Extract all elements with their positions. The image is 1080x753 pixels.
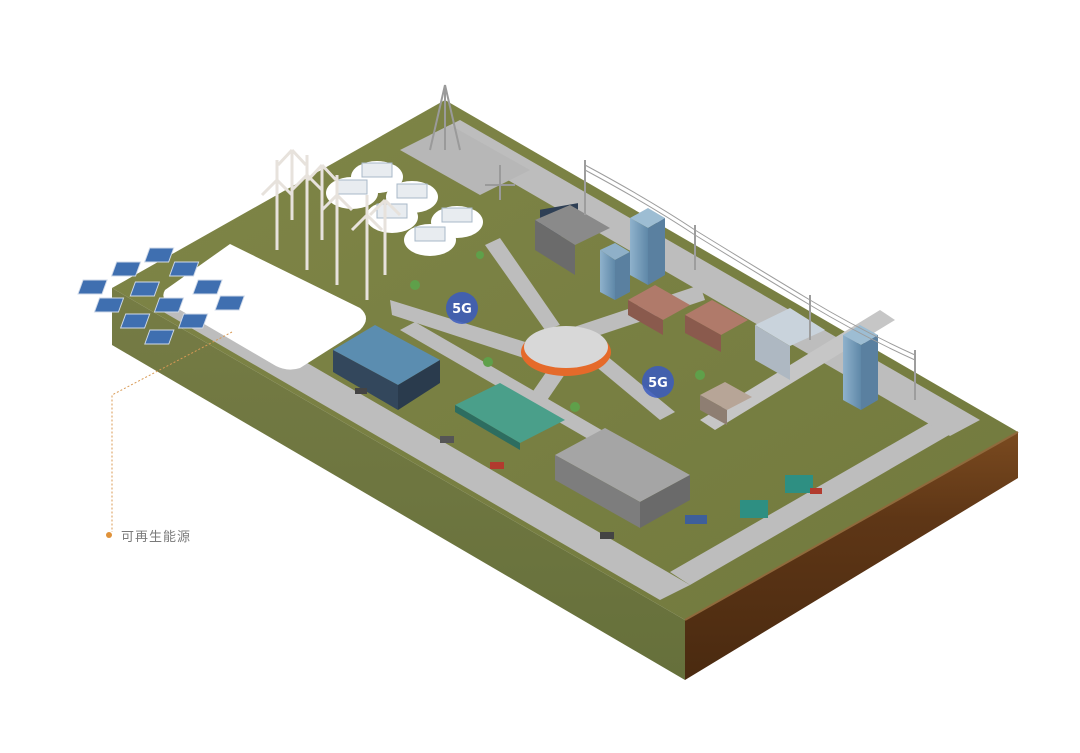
red-office-2 bbox=[685, 300, 748, 335]
vehicles bbox=[355, 388, 822, 539]
solar-farm-pad bbox=[163, 244, 366, 370]
greenhouse bbox=[455, 383, 565, 443]
residential-block bbox=[755, 308, 825, 346]
callout-line bbox=[111, 331, 233, 532]
office-tower-1 bbox=[600, 243, 630, 260]
red-office bbox=[628, 285, 690, 320]
renewable-zone bbox=[77, 148, 483, 532]
5g-badge-2-text: 5G bbox=[648, 376, 668, 391]
trees bbox=[410, 251, 705, 412]
workshop bbox=[700, 382, 752, 410]
storage-tanks bbox=[740, 475, 813, 518]
factory-gray bbox=[555, 428, 690, 502]
renewable-energy-label: 可再生能源 bbox=[121, 530, 192, 545]
power-lines bbox=[584, 160, 916, 400]
office-block-1 bbox=[535, 205, 610, 245]
5g-badge-1: 5G bbox=[446, 292, 478, 324]
callout-dot bbox=[106, 532, 112, 538]
5g-badge-2: 5G bbox=[642, 366, 674, 398]
office-tower-3 bbox=[843, 325, 878, 345]
wind-turbines bbox=[260, 148, 402, 300]
logistics-warehouse bbox=[333, 325, 440, 385]
slab-right-side bbox=[685, 432, 1018, 680]
5g-badge-1-text: 5G bbox=[452, 302, 472, 317]
office-tower-2 bbox=[630, 208, 665, 228]
solar-panels bbox=[77, 247, 245, 345]
slab-left-side bbox=[112, 288, 685, 680]
buildings bbox=[333, 205, 878, 528]
substation bbox=[400, 84, 530, 200]
